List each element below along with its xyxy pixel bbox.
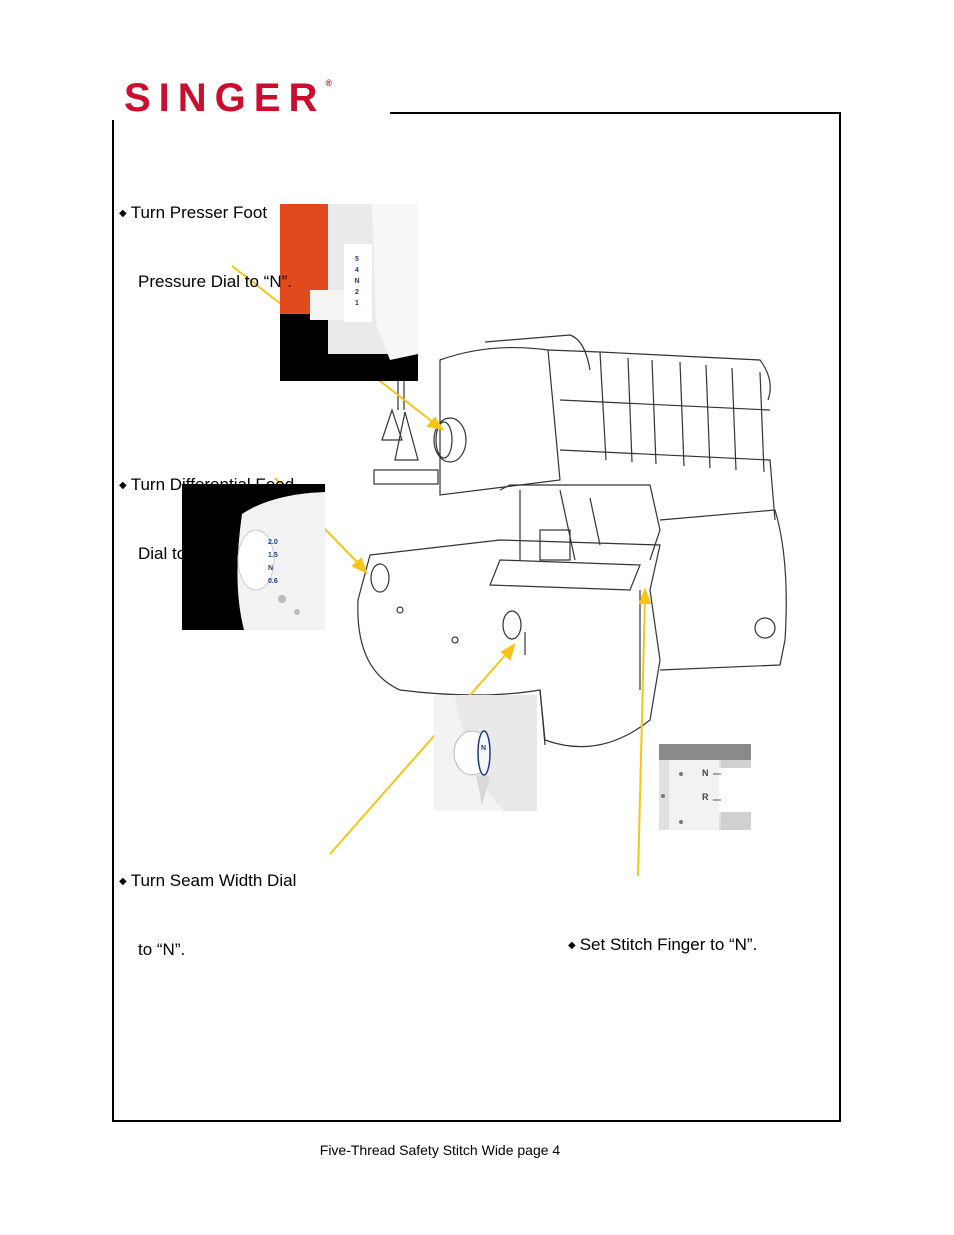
logo-text: SINGER (124, 76, 326, 120)
diff-mark-1-5: 1.5 (268, 552, 278, 559)
caption-seam-width-line2: to “N”. (138, 940, 186, 959)
pressure-dial-photo: 5 4 N 2 1 (280, 204, 418, 381)
scale-mark-4: 4 (355, 267, 359, 274)
frame-right-line (839, 112, 841, 1122)
differential-dial-photo: 2.0 1.5 N 0.6 (182, 484, 325, 630)
bullet-icon: ◆ (119, 480, 127, 491)
stitch-finger-mark-r: R (702, 792, 709, 802)
bullet-icon: ◆ (119, 208, 127, 219)
caption-presser-foot-line1: Turn Presser Foot (130, 203, 268, 222)
scale-mark-5: 5 (355, 256, 359, 263)
caption-presser-foot: ◆Turn Presser Foot Pressure Dial to “N”. (119, 158, 292, 315)
bullet-icon: ◆ (568, 940, 576, 951)
diff-mark-0-6: 0.6 (268, 578, 278, 585)
serger-outline (357, 334, 787, 748)
caption-seam-width-line1: Turn Seam Width Dial (130, 871, 297, 890)
frame-left-line (112, 120, 114, 1122)
frame-top-line (390, 112, 841, 114)
stitch-finger-photo: N R (659, 744, 751, 830)
caption-differential-feed-line2: Dial to “N”. (138, 544, 220, 563)
differential-scale: 2.0 1.5 N 0.6 (268, 536, 278, 588)
scale-mark-1: 1 (355, 300, 359, 307)
stitch-finger-mark-n: N (702, 768, 709, 778)
diff-mark-n: N (268, 565, 274, 572)
caption-stitch-finger: ◆Set Stitch Finger to “N”. (568, 890, 757, 981)
caption-seam-width: ◆Turn Seam Width Dial to “N”. (119, 826, 296, 983)
caption-differential-feed: ◆Turn Differential Feed Dial to “N”. (119, 430, 294, 587)
diff-mark-2-0: 2.0 (268, 539, 278, 546)
scale-mark-n: N (354, 278, 360, 285)
singer-logo: SINGER® (124, 76, 332, 121)
caption-differential-feed-line1: Turn Differential Feed (130, 475, 295, 494)
frame-bottom-line (112, 1120, 841, 1122)
seam-scale-mark: N (481, 745, 487, 752)
scale-mark-2: 2 (355, 289, 359, 296)
pressure-scale: 5 4 N 2 1 (351, 254, 363, 309)
bullet-icon: ◆ (119, 876, 127, 887)
caption-presser-foot-line2: Pressure Dial to “N”. (138, 272, 292, 291)
seam-width-dial-photo: N (434, 695, 537, 811)
caption-stitch-finger-line1: Set Stitch Finger to “N”. (579, 935, 758, 954)
registered-mark: ® (325, 78, 332, 88)
page-footer: Five-Thread Safety Stitch Wide page 4 (319, 1142, 561, 1158)
